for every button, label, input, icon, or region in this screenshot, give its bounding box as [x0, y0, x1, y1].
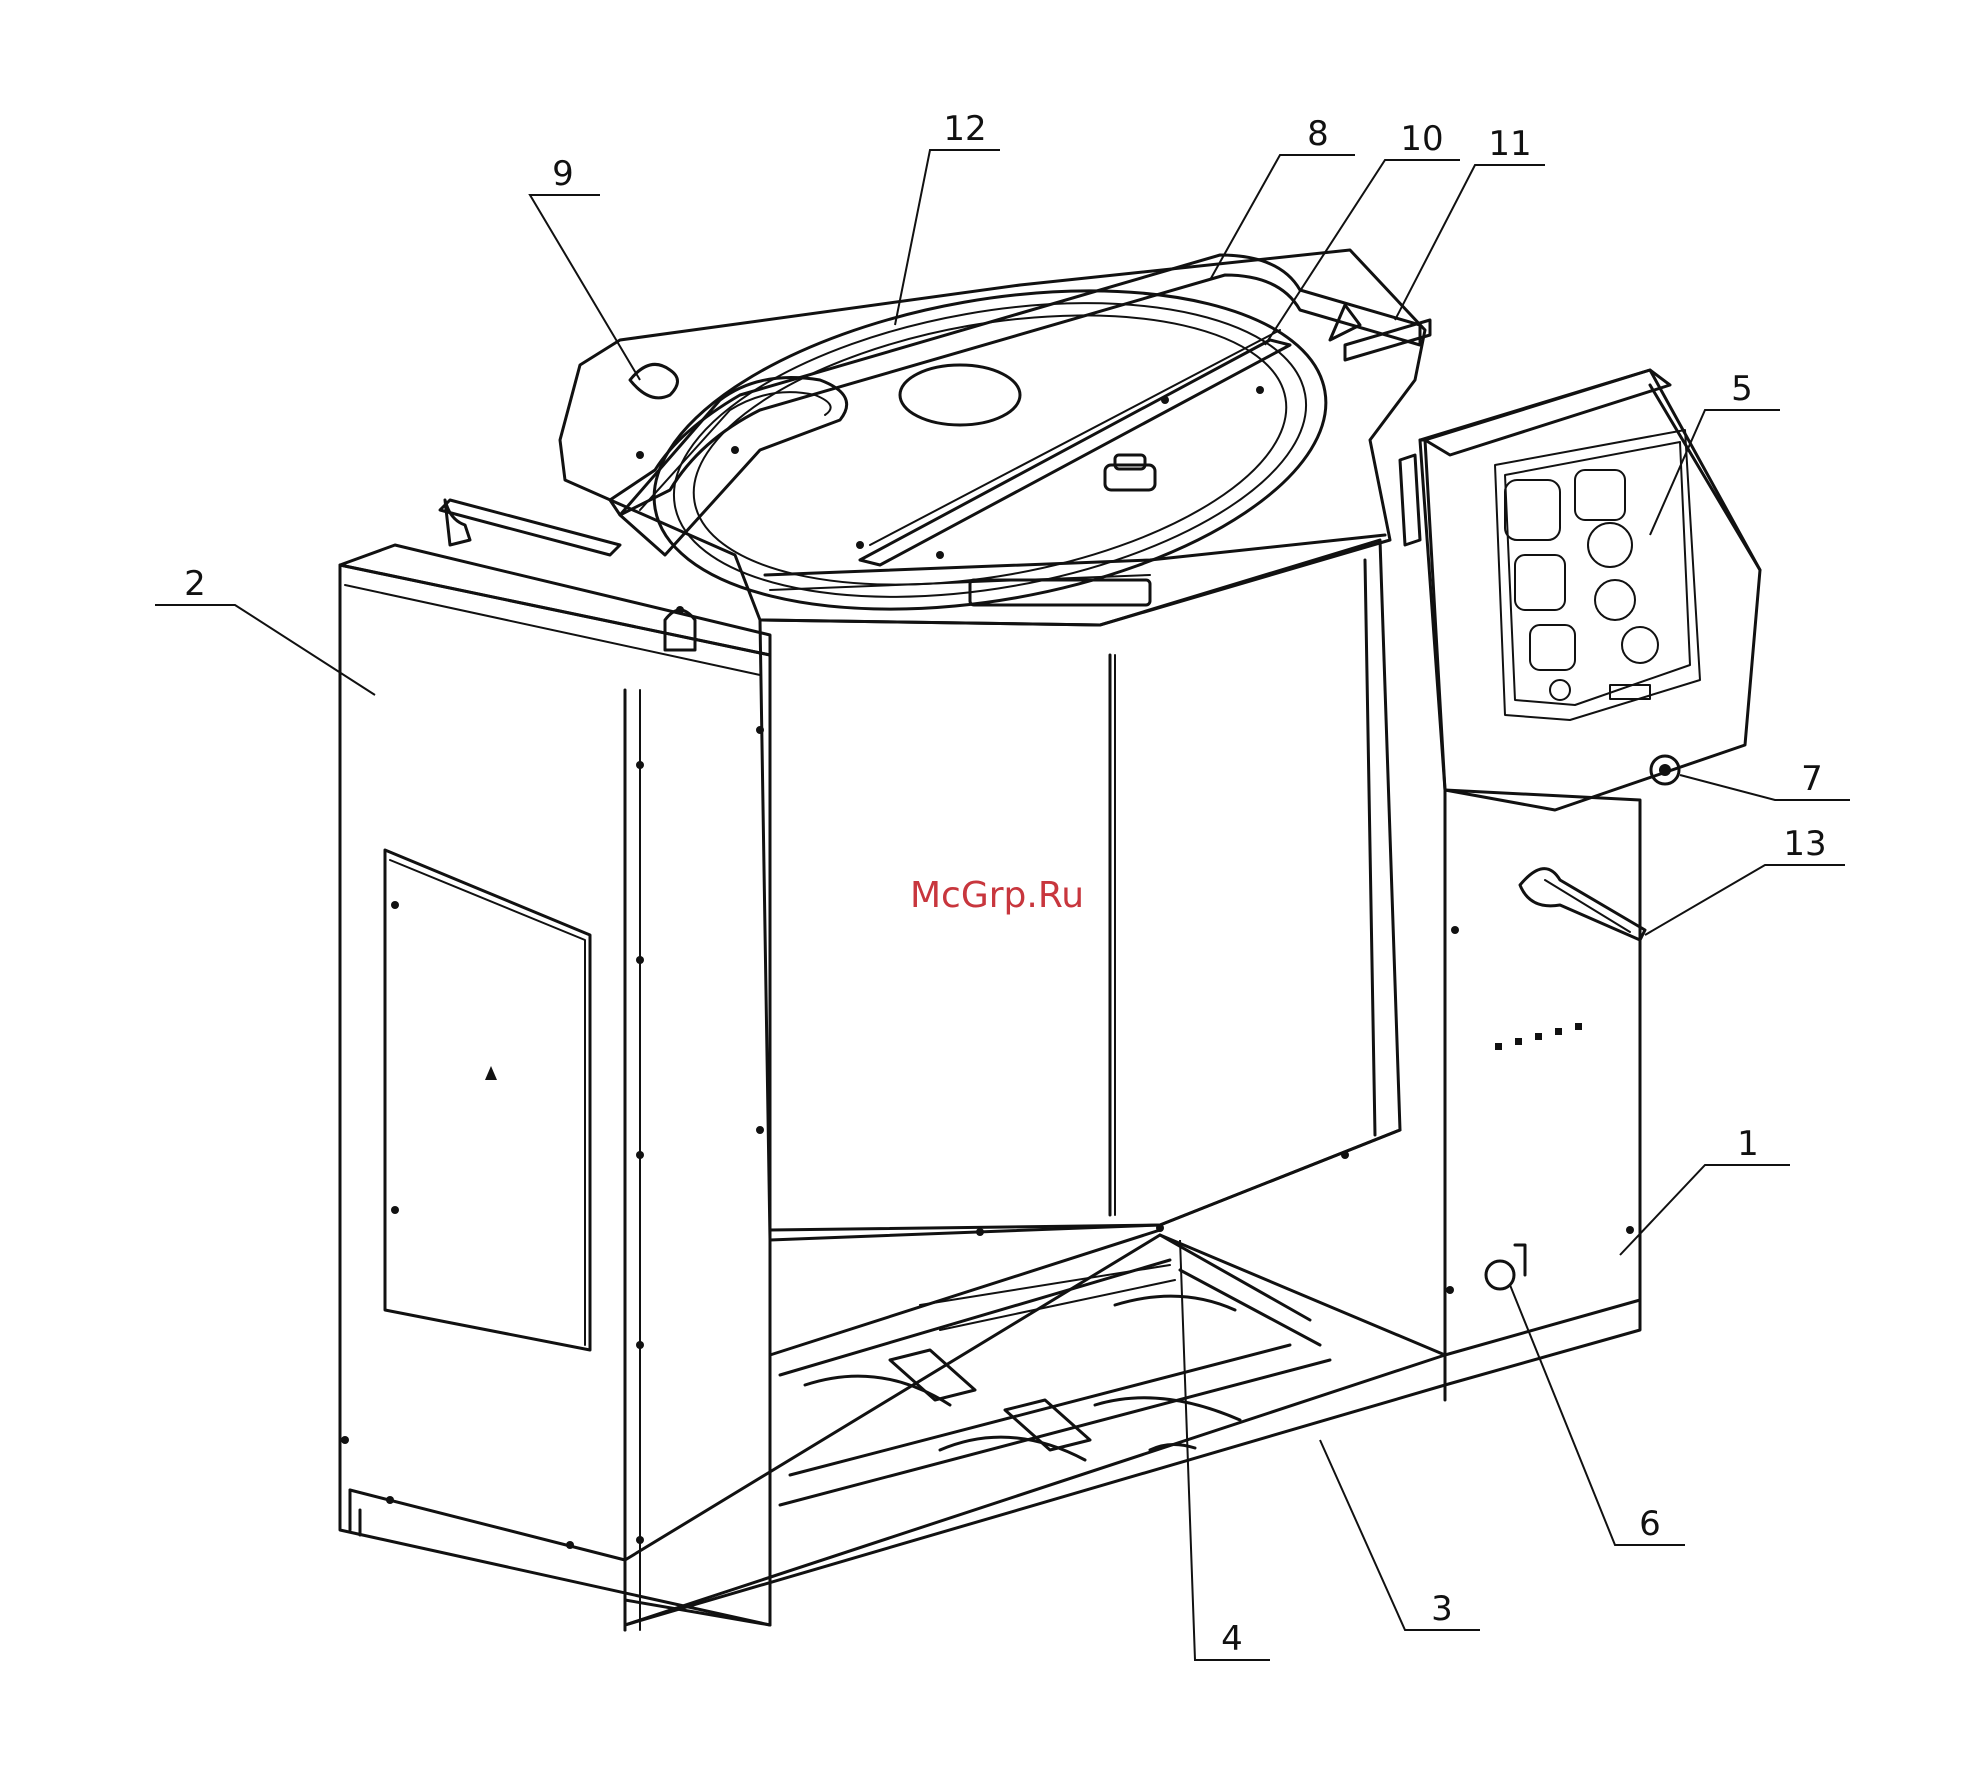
callout-1: 1 [1737, 1124, 1759, 1164]
lid-bolts [636, 386, 1264, 559]
callout-10: 10 [1400, 119, 1443, 159]
panel-screw [485, 1066, 497, 1080]
right-pedestal [1445, 790, 1645, 1400]
leader-1 [1620, 1165, 1790, 1255]
keypad-buttons [1505, 470, 1658, 700]
tilt-lever [1520, 869, 1645, 940]
control-box [1420, 370, 1760, 810]
callout-5: 5 [1731, 369, 1753, 409]
callout-11: 11 [1488, 124, 1531, 164]
callout-7: 7 [1801, 759, 1823, 799]
lid-cap [1105, 455, 1155, 490]
lid-assembly [440, 243, 1430, 657]
leader-9 [530, 195, 640, 380]
indicator-dots [1495, 1023, 1582, 1050]
callout-4: 4 [1221, 1619, 1243, 1659]
callout-12: 12 [943, 109, 986, 149]
leader-3 [1320, 1440, 1480, 1630]
pedestal-bolts [341, 726, 764, 1549]
base-frame [625, 1230, 1445, 1625]
leader-5 [1650, 410, 1780, 535]
leader-7 [1680, 775, 1850, 800]
leader-11 [1395, 165, 1545, 320]
callout-2: 2 [184, 564, 206, 604]
callout-8: 8 [1307, 114, 1329, 154]
callout-6: 6 [1639, 1504, 1661, 1544]
callout-9: 9 [552, 154, 574, 194]
watermark: McGrp.Ru [910, 875, 1084, 916]
callout-13: 13 [1783, 824, 1826, 864]
leader-2 [155, 605, 375, 695]
callout-3: 3 [1431, 1589, 1453, 1629]
keypad [1495, 430, 1700, 720]
left-pedestal [340, 545, 770, 1630]
leader-13 [1645, 865, 1845, 935]
lid-hatch [900, 365, 1020, 425]
access-panel [385, 850, 590, 1350]
rotary-switch [1486, 1245, 1525, 1289]
